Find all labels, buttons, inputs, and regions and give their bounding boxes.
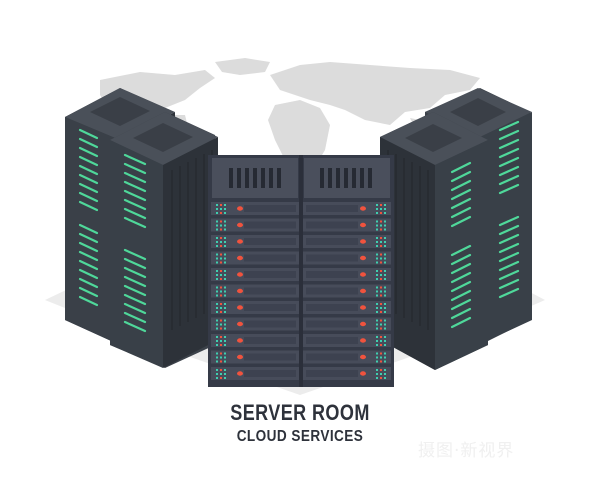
illustration-title: SERVER ROOM [230, 400, 370, 425]
illustration-subtitle: CLOUD SERVICES [236, 428, 364, 445]
front-server-rack [208, 155, 394, 387]
right-server-tower-group [380, 88, 532, 370]
left-server-tower-group [65, 88, 218, 368]
watermark-text: 摄图·新视界 [418, 441, 515, 461]
